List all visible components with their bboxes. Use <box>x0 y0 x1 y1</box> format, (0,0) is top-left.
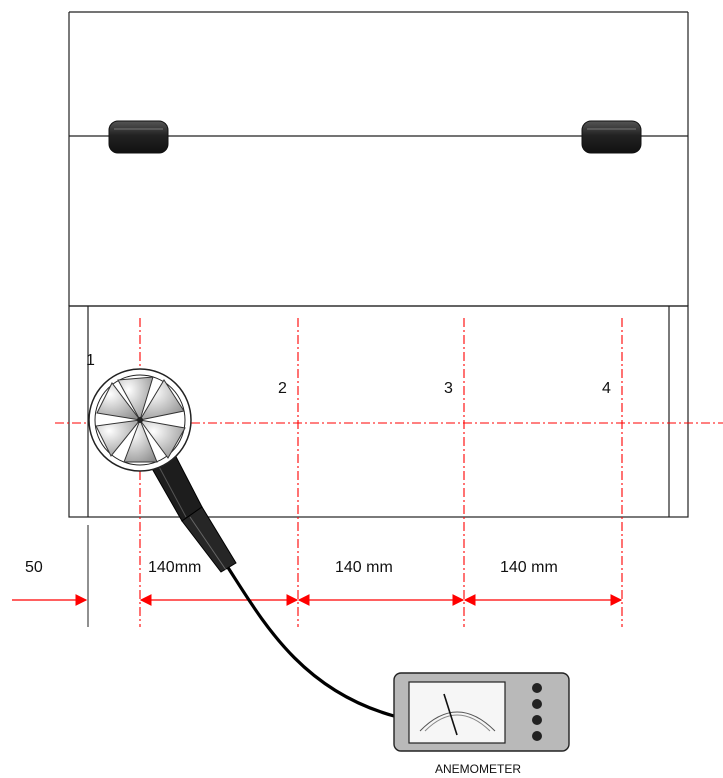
meter-knob <box>532 715 542 725</box>
probe-cable <box>225 564 396 718</box>
probe-handle <box>149 448 237 573</box>
meter-knob <box>532 699 542 709</box>
opening-frame <box>68 305 689 518</box>
spacing-3-label: 140 mm <box>500 559 558 576</box>
position-label-3: 3 <box>444 380 453 397</box>
edge-offset-label: 50 <box>25 559 43 576</box>
position-label-2: 2 <box>278 380 287 397</box>
vane-anemometer-probe-icon <box>88 368 192 472</box>
meter-label: ANEMOMETER <box>435 762 521 776</box>
position-label-1: 1 <box>86 352 95 369</box>
spacing-2-label: 140 mm <box>335 559 393 576</box>
hood-outline <box>68 11 689 307</box>
hinge-clamp-icon <box>108 120 169 154</box>
anemometer-meter-icon <box>393 672 570 752</box>
meter-knob <box>532 731 542 741</box>
position-label-4: 4 <box>602 380 611 397</box>
hinge-clamp-icon <box>581 120 642 154</box>
centerlines <box>55 318 723 627</box>
meter-knob <box>532 683 542 693</box>
spacing-1-label: 140mm <box>148 559 201 576</box>
